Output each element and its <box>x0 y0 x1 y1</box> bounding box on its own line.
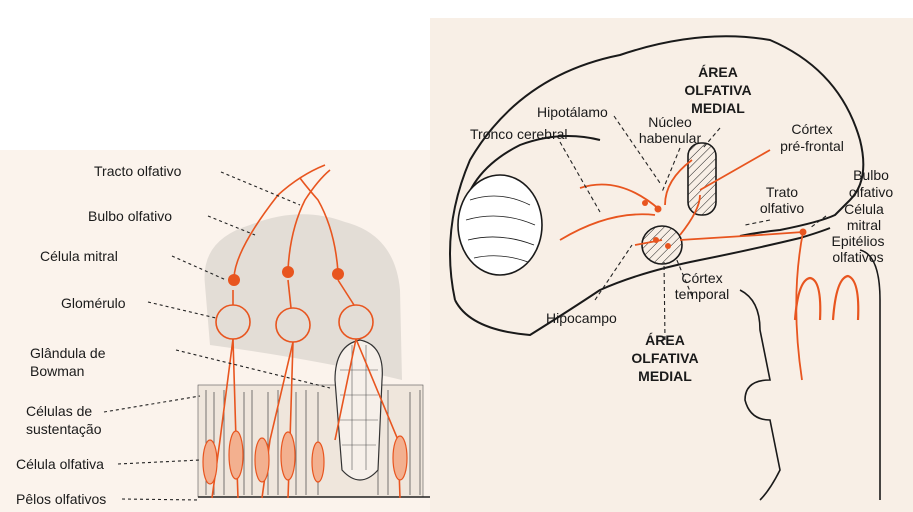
label-hipocampo: Hipocampo <box>546 310 617 326</box>
label-area-bottom-line2: OLFATIVA <box>625 350 705 366</box>
bowman-gland <box>335 340 382 480</box>
nasal-cavity <box>740 290 780 500</box>
label-celulas-sustentacao-line1: Células de <box>26 403 92 419</box>
cerebellum <box>458 175 542 275</box>
label-cortex-prefrontal-line2: pré-frontal <box>772 138 852 154</box>
habenular-area <box>688 143 716 215</box>
label-bulbo-olfativo: Bulbo olfativo <box>88 208 172 224</box>
label-celula-olfativa: Célula olfativa <box>16 456 104 472</box>
label-hipotalamo: Hipotálamo <box>537 104 608 120</box>
label-celula-mitral: Célula mitral <box>40 248 118 264</box>
label-celulas-sustentacao-line2: sustentação <box>26 421 102 437</box>
olfactory-epithelium-right <box>795 276 858 320</box>
label-cortex-temporal-line2: temporal <box>662 286 742 302</box>
label-celula-mitral-right-line1: Célula <box>834 201 894 217</box>
label-trato-line2: olfativo <box>752 200 812 216</box>
label-bulbo-right-line1: Bulbo <box>841 167 901 183</box>
label-pelos-olfativos: Pêlos olfativos <box>16 491 106 507</box>
label-nucleo-line2: habenular <box>630 130 710 146</box>
label-bulbo-right-line2: olfativo <box>841 184 901 200</box>
label-tracto-olfativo: Tracto olfativo <box>94 163 181 179</box>
label-area-top-line2: OLFATIVA <box>678 82 758 98</box>
label-glandula-line1: Glândula de <box>30 345 106 361</box>
nasal-wall <box>860 250 880 500</box>
label-trato-line1: Trato <box>752 184 812 200</box>
label-tronco-cerebral: Tronco cerebral <box>470 126 568 142</box>
label-cortex-prefrontal-line1: Córtex <box>772 121 852 137</box>
label-glandula-line2: Bowman <box>30 363 84 379</box>
label-nucleo-line1: Núcleo <box>630 114 710 130</box>
label-area-top-line1: ÁREA <box>678 64 758 80</box>
label-epitelios-line1: Epitélios <box>818 233 898 249</box>
label-celula-mitral-right-line2: mitral <box>834 217 894 233</box>
label-epitelios-line2: olfativos <box>818 249 898 265</box>
label-area-bottom-line3: MEDIAL <box>625 368 705 384</box>
label-cortex-temporal-line1: Córtex <box>662 270 742 286</box>
label-area-bottom-line1: ÁREA <box>625 332 705 348</box>
label-glomerulo: Glomérulo <box>61 295 126 311</box>
amygdala-area <box>642 226 682 264</box>
